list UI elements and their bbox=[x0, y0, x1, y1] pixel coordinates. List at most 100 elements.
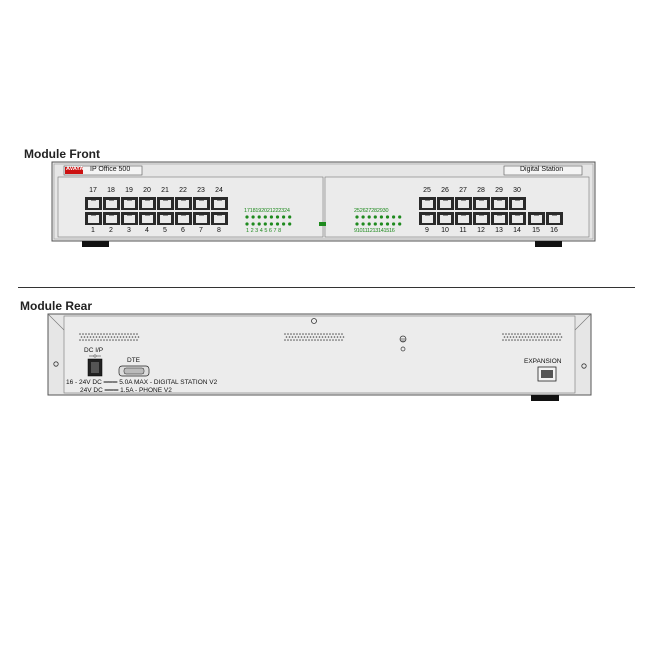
rj45-port bbox=[85, 197, 102, 210]
port-number-label: 14 bbox=[513, 227, 521, 234]
port-number-label: 9 bbox=[425, 227, 429, 234]
port-number-label: 29 bbox=[495, 187, 503, 194]
status-led bbox=[361, 215, 365, 219]
port-number-label: 2 bbox=[109, 227, 113, 234]
status-led bbox=[275, 222, 280, 226]
port-number-label: 22 bbox=[179, 187, 187, 194]
rj45-port bbox=[175, 197, 192, 210]
rj45-port bbox=[211, 212, 228, 225]
led-label-right-lower: 910111213141516 bbox=[354, 228, 395, 234]
port-number-label: 21 bbox=[161, 187, 169, 194]
rj45-port bbox=[103, 197, 120, 210]
rj45-port bbox=[157, 212, 174, 225]
port-number-label: 27 bbox=[459, 187, 467, 194]
led-label-right-upper: 252627282930 bbox=[354, 208, 389, 214]
rj45-port bbox=[491, 212, 508, 225]
dte-label: DTE bbox=[127, 357, 140, 364]
port-number-label: 30 bbox=[513, 187, 521, 194]
section-divider bbox=[18, 287, 635, 288]
rj45-port bbox=[121, 197, 138, 210]
center-indicator bbox=[319, 222, 326, 226]
status-led bbox=[398, 215, 402, 219]
rj45-port bbox=[509, 212, 526, 225]
status-led bbox=[251, 215, 255, 219]
port-number-label: 3 bbox=[127, 227, 131, 234]
port-number-label: 15 bbox=[532, 227, 540, 234]
power-rating-line-2: 24V DC ═══ 1.5A - PHONE V2 bbox=[80, 387, 172, 394]
port-number-label: 28 bbox=[477, 187, 485, 194]
rj45-port bbox=[419, 212, 436, 225]
port-number-label: 25 bbox=[423, 187, 431, 194]
port-number-label: 5 bbox=[163, 227, 167, 234]
status-led bbox=[269, 222, 273, 226]
port-number-label: 20 bbox=[143, 187, 151, 194]
status-led bbox=[275, 215, 280, 219]
brand-logo-text: AVAYA bbox=[66, 166, 84, 172]
power-rating-line-1: 16 - 24V DC ═══ 5.0A MAX - DIGITAL STATI… bbox=[66, 379, 218, 386]
status-led bbox=[282, 215, 286, 219]
status-led bbox=[251, 222, 255, 226]
port-number-label: 10 bbox=[441, 227, 449, 234]
status-led bbox=[361, 222, 365, 226]
rj45-port bbox=[455, 197, 472, 210]
rj45-port bbox=[139, 212, 156, 225]
rj45-port bbox=[211, 197, 228, 210]
port-number-label: 7 bbox=[199, 227, 203, 234]
status-led bbox=[355, 222, 359, 226]
port-number-label: 1 bbox=[91, 227, 95, 234]
front-foot-right bbox=[535, 241, 562, 247]
rj45-port bbox=[157, 197, 174, 210]
right-screw-icon bbox=[581, 363, 587, 369]
port-number-label: 13 bbox=[495, 227, 503, 234]
top-screw-icon bbox=[311, 318, 317, 324]
dc-input-label: DC I/P bbox=[84, 347, 104, 354]
port-number-label: 4 bbox=[145, 227, 149, 234]
expansion-label: EXPANSION bbox=[524, 358, 562, 365]
status-led bbox=[245, 222, 249, 226]
status-led bbox=[398, 222, 402, 226]
rj45-port bbox=[455, 212, 472, 225]
port-number-label: 26 bbox=[441, 187, 449, 194]
status-led bbox=[379, 222, 383, 226]
status-led bbox=[288, 222, 292, 226]
status-led bbox=[373, 222, 377, 226]
left-screw-icon bbox=[53, 361, 59, 367]
rj45-port bbox=[509, 197, 526, 210]
port-number-label: 24 bbox=[215, 187, 223, 194]
rj45-port bbox=[121, 212, 138, 225]
rj45-port bbox=[193, 212, 210, 225]
port-number-label: 8 bbox=[217, 227, 221, 234]
front-foot-left bbox=[82, 241, 109, 247]
status-led bbox=[269, 215, 273, 219]
rj45-port bbox=[473, 197, 490, 210]
rear-section-title: Module Rear bbox=[20, 299, 93, 313]
status-led bbox=[367, 215, 371, 219]
port-number-label: 23 bbox=[197, 187, 205, 194]
rj45-port bbox=[193, 197, 210, 210]
status-led bbox=[392, 222, 396, 226]
status-led bbox=[263, 215, 267, 219]
model-name: IP Office 500 bbox=[90, 166, 131, 173]
rj45-port bbox=[419, 197, 436, 210]
status-led bbox=[392, 215, 396, 219]
port-number-label: 16 bbox=[550, 227, 558, 234]
rj45-port bbox=[528, 212, 545, 225]
rj45-port bbox=[437, 197, 454, 210]
rj45-port bbox=[546, 212, 563, 225]
ground-screw-icon bbox=[400, 346, 406, 352]
rj45-port bbox=[85, 212, 102, 225]
led-label-left-upper: 1718192021222324 bbox=[244, 208, 290, 214]
port-number-label: 19 bbox=[125, 187, 133, 194]
status-led bbox=[355, 215, 359, 219]
port-number-label: 18 bbox=[107, 187, 115, 194]
port-number-label: 17 bbox=[89, 187, 97, 194]
rj45-port bbox=[437, 212, 454, 225]
status-led bbox=[385, 222, 390, 226]
status-led bbox=[367, 222, 371, 226]
rj45-port bbox=[491, 197, 508, 210]
status-led bbox=[288, 215, 292, 219]
rear-foot-right bbox=[531, 395, 559, 401]
front-section-title: Module Front bbox=[24, 147, 100, 161]
